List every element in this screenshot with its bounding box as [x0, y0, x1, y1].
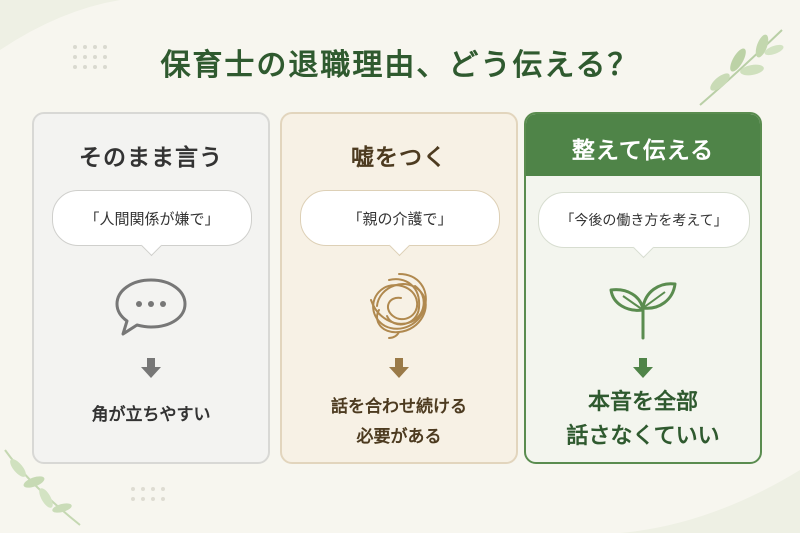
result-text: 角が立ちやすい — [34, 400, 268, 425]
result-text: 本音を全部 話さなくていい — [526, 386, 760, 454]
down-arrow-icon — [633, 358, 653, 378]
leaf-branch-decoration — [4, 449, 81, 526]
card-heading: 整えて伝える — [571, 138, 715, 164]
sprout-icon — [609, 282, 677, 340]
corner-swoosh-decoration — [620, 470, 800, 533]
card-adjust-and-tell: 整えて伝える 「今後の働き方を考えて」 本音を全部 話さなくていい — [524, 112, 762, 464]
down-arrow-icon — [141, 358, 161, 378]
card-heading: そのまま言う — [79, 145, 223, 171]
corner-swoosh-decoration — [0, 0, 120, 50]
result-line: 話を合わせ続ける — [331, 397, 467, 417]
card-header-band — [526, 114, 760, 176]
tangled-thread-icon — [370, 273, 427, 339]
result-line: 角が立ちやすい — [91, 405, 211, 425]
result-line: 必要がある — [356, 427, 442, 447]
down-arrow-icon — [389, 358, 409, 378]
speech-bubble-icon — [115, 278, 187, 336]
result-line: 本音を全部 — [587, 390, 698, 415]
result-text: 話を合わせ続ける 必要がある — [282, 392, 516, 452]
page-title: 保育士の退職理由、どう伝える？ — [160, 48, 640, 83]
dot-grid-decoration — [131, 487, 165, 501]
leaf-branch-decoration — [699, 29, 784, 106]
card-say-directly: そのまま言う 「人間関係が嫌で」 角が立ちやすい — [32, 112, 270, 464]
card-tell-lie: 嘘をつく 「親の介護で」 話を合わせ続ける 必要がある — [280, 112, 518, 464]
card-heading: 嘘をつく — [351, 145, 447, 171]
result-line: 話さなくていい — [566, 424, 720, 449]
dot-grid-decoration — [73, 45, 107, 69]
